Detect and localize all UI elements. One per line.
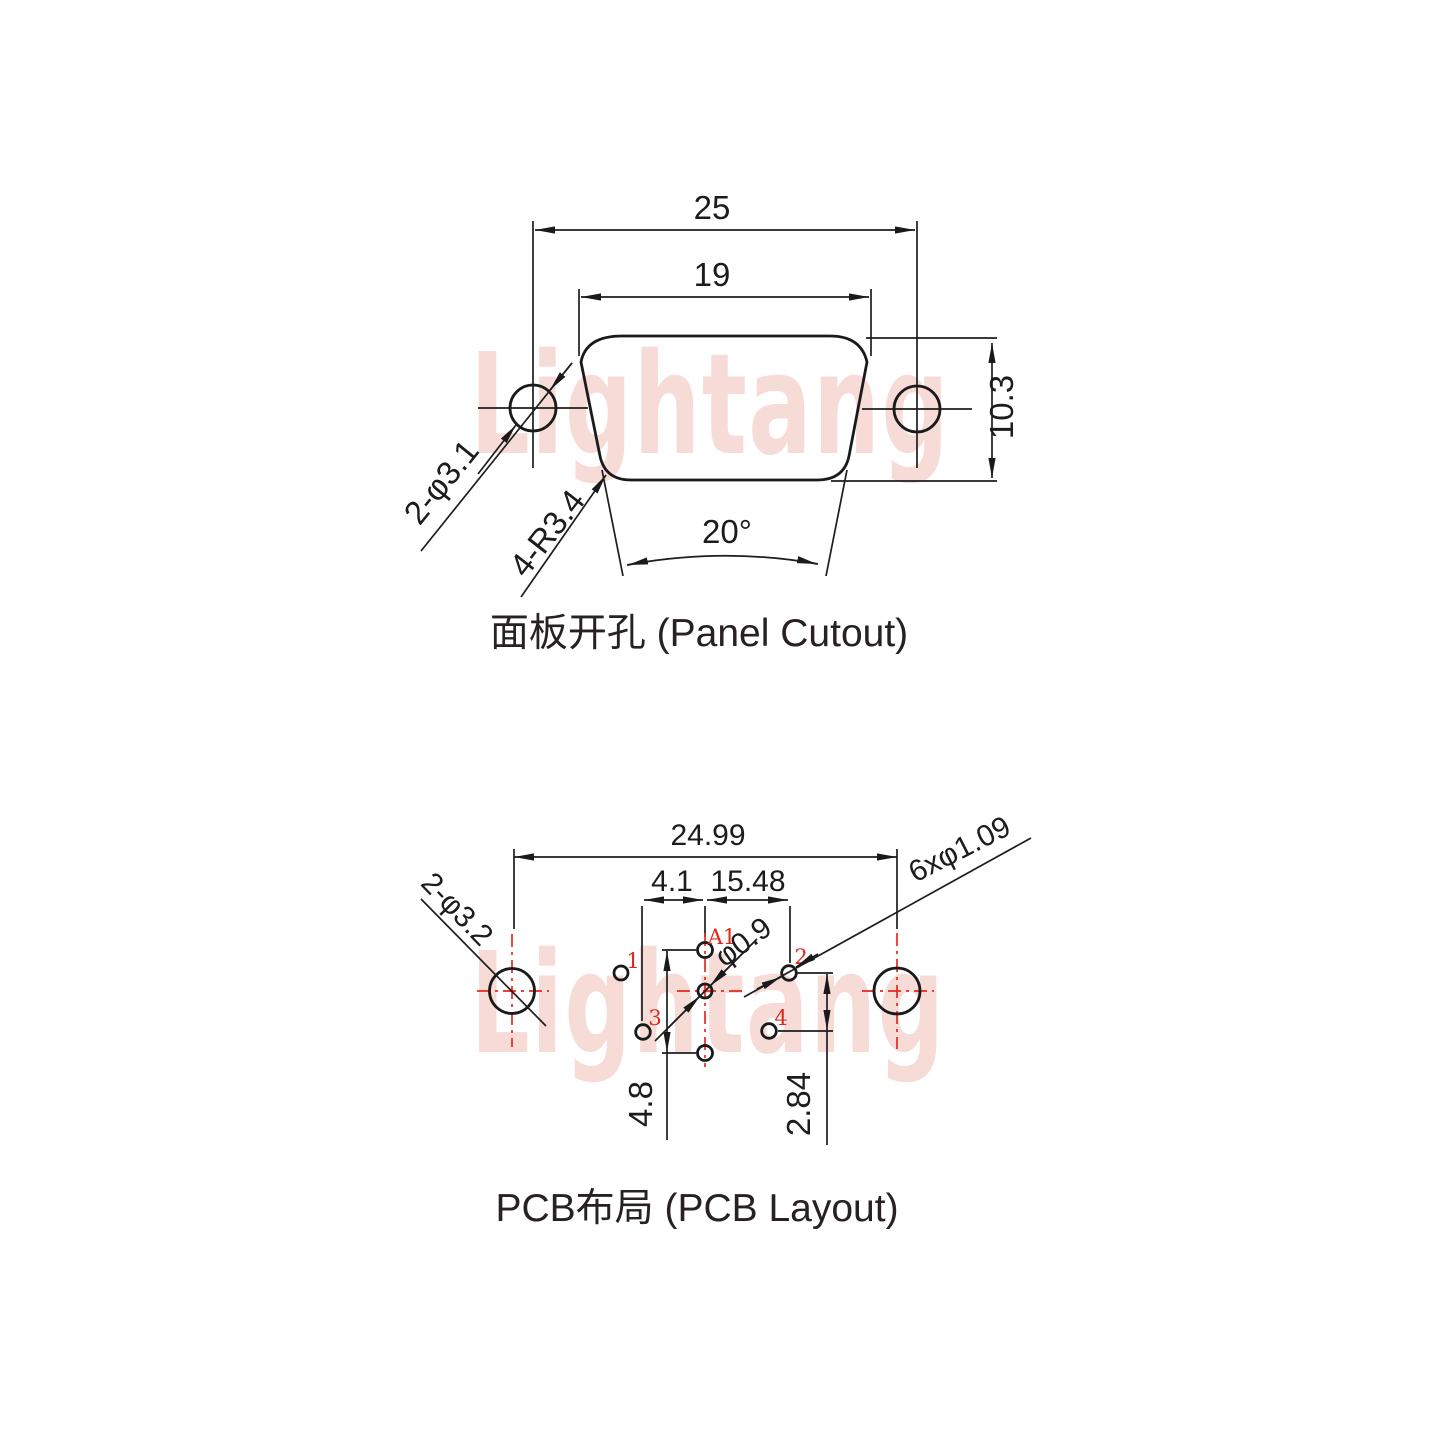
- label-side-angle: 20°: [702, 513, 752, 550]
- pin-label-1: 1: [626, 949, 639, 973]
- watermark-top: Lightang: [470, 324, 950, 487]
- pcb-mount-hole-right: [872, 966, 922, 1016]
- dim-text-19: 19: [694, 256, 731, 293]
- dim-text-10-3: 10.3: [983, 375, 1020, 439]
- hole-pin1: [612, 964, 630, 982]
- dim-text-25: 25: [694, 189, 731, 226]
- dimension-column-height: 4.8: [622, 949, 696, 1140]
- pcb-layout-title: PCB布局 (PCB Layout): [495, 1187, 898, 1230]
- hole-coax-center: [696, 982, 714, 1000]
- angle-extension-right: [825, 469, 848, 577]
- pin-label-4: 4: [774, 1006, 787, 1030]
- dim-text-4-1: 4.1: [651, 865, 693, 898]
- hole-pin2: [780, 964, 798, 982]
- angle-extension-left: [601, 469, 624, 577]
- mount-hole-left: [478, 383, 588, 433]
- panel-cutout-title: 面板开孔 (Panel Cutout): [490, 612, 908, 655]
- dim-text-2-84: 2.84: [780, 1072, 817, 1136]
- hole-coax-bottom: [696, 1044, 714, 1062]
- dimension-width-inner: 19: [578, 256, 872, 356]
- corner-radius-callout: 4-R3.4: [502, 474, 607, 598]
- pin-label-3: 3: [648, 1006, 661, 1030]
- pin-label-a1: A1: [707, 925, 737, 949]
- dimension-row-pitch: 2.84: [778, 972, 833, 1145]
- dimension-mount-span: 24.99: [513, 819, 898, 929]
- dimension-width-outer: 25: [532, 189, 918, 468]
- cutout-outline: [579, 334, 869, 482]
- hole-pin3: [634, 1023, 652, 1041]
- pcb-mount-hole-left: [488, 967, 536, 1015]
- angle-arc: [626, 554, 819, 566]
- pin-holes: [612, 941, 798, 1062]
- dim-text-4-8: 4.8: [622, 1081, 659, 1127]
- side-angle-dimension: 20°: [601, 469, 848, 577]
- hole-a1: [696, 941, 714, 959]
- label-pcb-mount-holes: 2-φ3.2: [414, 866, 499, 952]
- hole-pin4: [760, 1022, 778, 1040]
- dim-text-15-48: 15.48: [710, 865, 785, 898]
- dimension-pin-offsets: 4.1 15.48: [641, 865, 791, 1021]
- dimension-height: 10.3: [831, 337, 1020, 482]
- label-corner-radius: 4-R3.4: [502, 482, 592, 583]
- dim-text-24-99: 24.99: [670, 819, 745, 852]
- mount-hole-right: [862, 384, 972, 434]
